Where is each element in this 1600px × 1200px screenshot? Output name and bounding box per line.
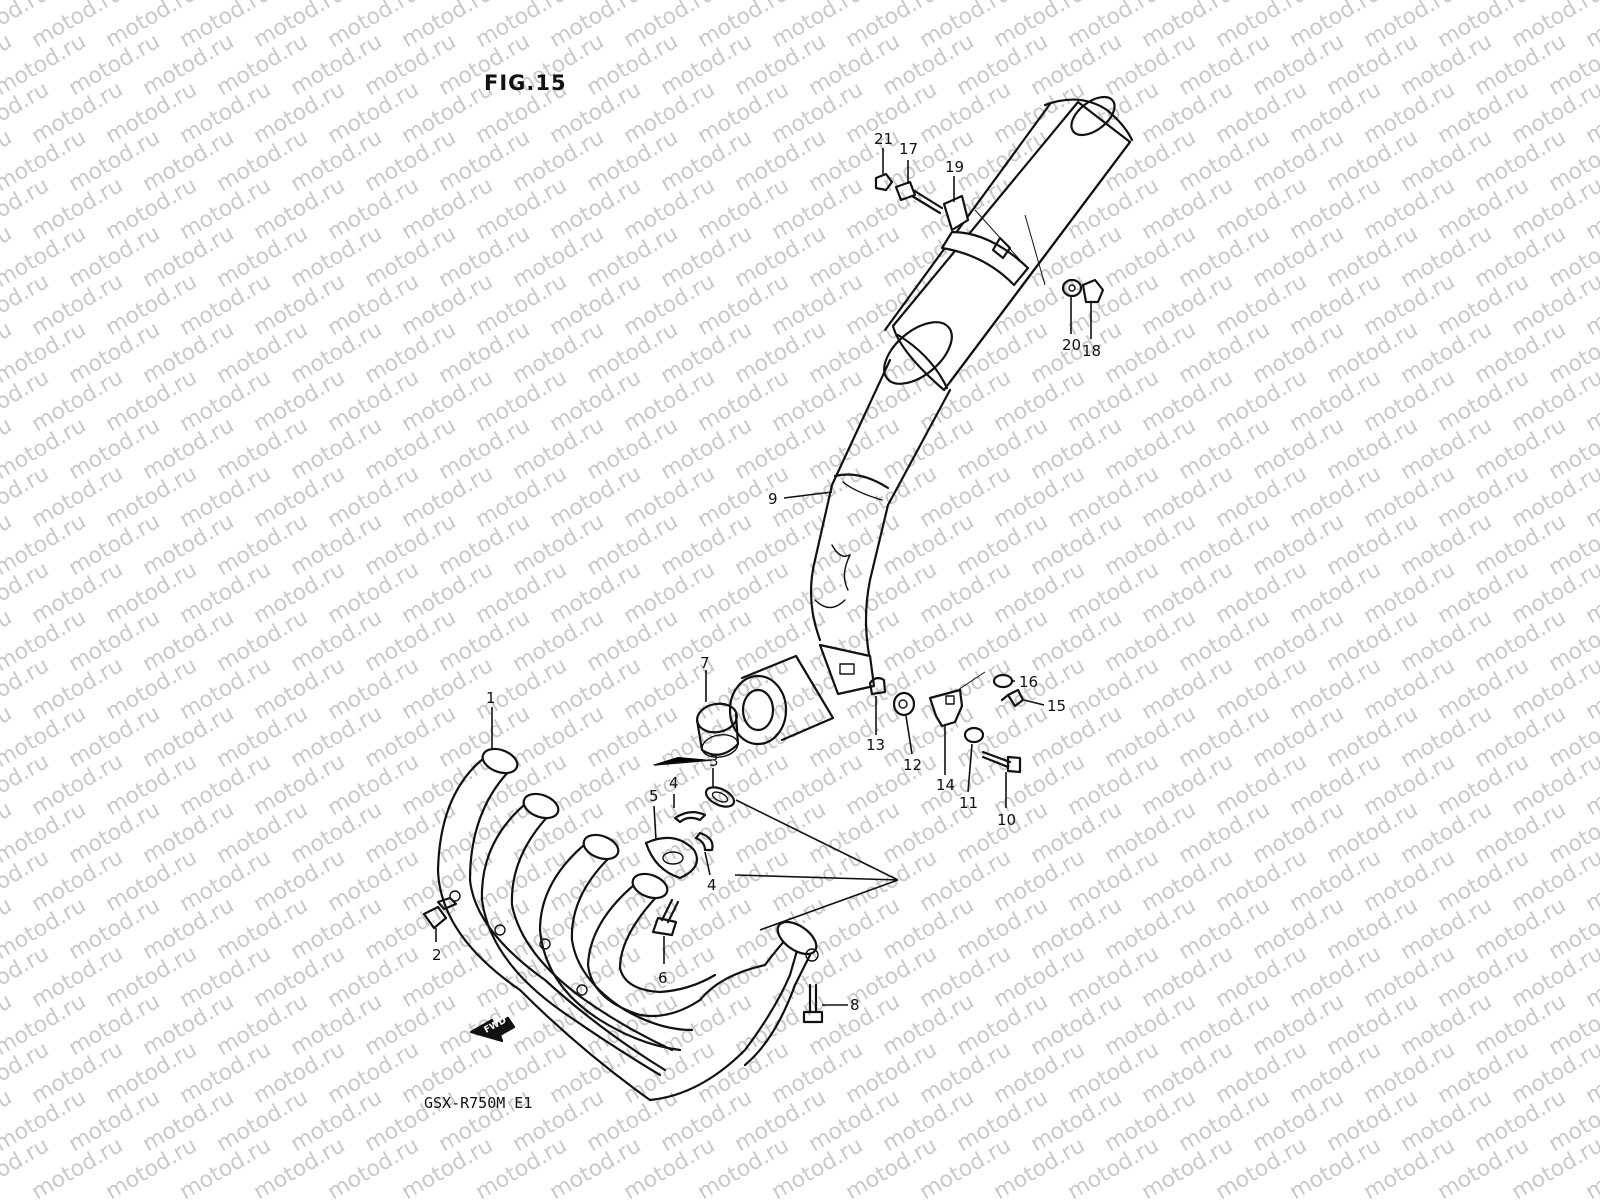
callout-18: 18 — [1082, 342, 1101, 360]
callout-16: 16 — [1019, 673, 1038, 691]
muffler — [883, 95, 1134, 392]
callout-6: 6 — [658, 969, 668, 987]
callout-5: 5 — [649, 787, 659, 805]
callout-7: 7 — [700, 654, 710, 672]
callout-2: 2 — [432, 946, 442, 964]
callout-1: 1 — [486, 689, 496, 707]
callout-11: 11 — [959, 794, 978, 812]
callout-10: 10 — [997, 811, 1016, 829]
callout-3: 3 — [709, 752, 719, 770]
model-label: GSX-R750M E1 — [424, 1094, 532, 1112]
exhaust-headers — [436, 747, 819, 1102]
callout-4a: 4 — [669, 774, 679, 792]
labels: FIG.15 GSX-R750M E1 FWD 1 2 3 4 4 5 6 7 … — [424, 71, 1101, 1112]
callout-9: 9 — [768, 490, 778, 508]
callout-21: 21 — [874, 130, 893, 148]
fwd-arrow — [469, 1016, 516, 1043]
callout-19: 19 — [945, 158, 964, 176]
callout-20: 20 — [1062, 336, 1081, 354]
callout-15: 15 — [1047, 697, 1066, 715]
gasket-ring — [695, 702, 740, 758]
callout-13: 13 — [866, 736, 885, 754]
link-pipe — [728, 358, 952, 746]
callout-8: 8 — [850, 996, 860, 1014]
callout-12: 12 — [903, 756, 922, 774]
exhaust-drawing — [422, 95, 1134, 1102]
callout-17: 17 — [899, 140, 918, 158]
figure-title: FIG.15 — [484, 71, 567, 95]
hardware — [422, 172, 1105, 1024]
callout-4b: 4 — [707, 876, 717, 894]
callout-14: 14 — [936, 776, 955, 794]
leader-lines — [435, 148, 1092, 1006]
